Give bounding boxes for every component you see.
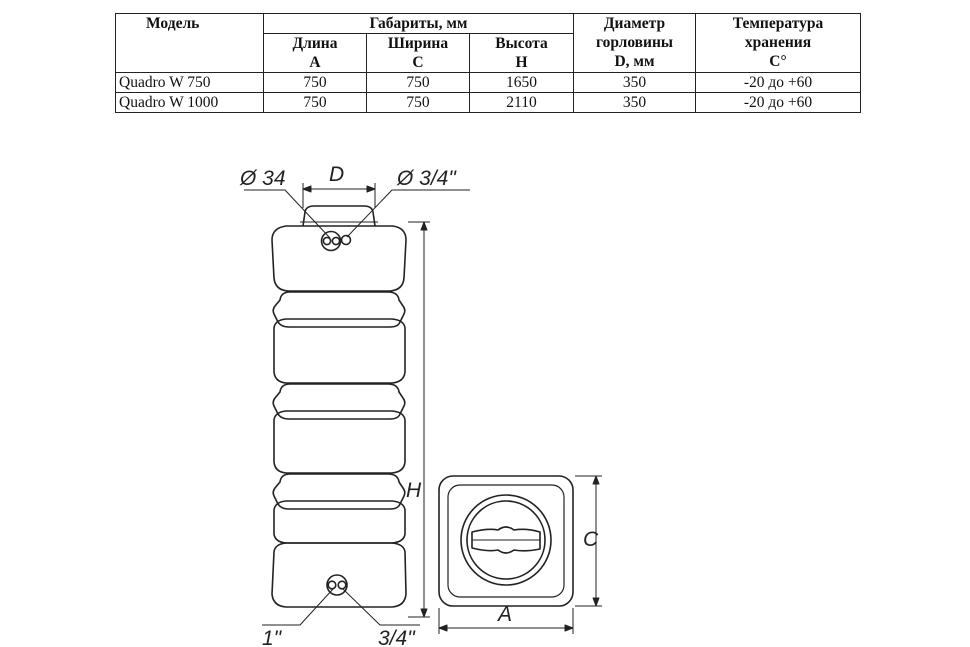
header-temp-line3: С° [769,53,787,70]
header-neck-line3: D, мм [614,53,655,70]
header-model: Модель [115,13,264,73]
header-height: Высота Н [469,33,574,73]
cell-model: Quadro W 1000 [115,92,264,113]
tank-front-view [271,205,407,608]
dimension-h [408,221,430,618]
header-width-line1: Ширина [387,35,449,52]
leaders-bottom [262,588,420,626]
cell-neck: 350 [573,92,696,113]
table-row: Quadro W 1000 750 750 2110 350 -20 до +6… [115,92,861,113]
dimension-d [302,183,376,208]
label-outlet-right-top: Ø 3/4" [396,167,457,190]
header-width: Ширина С [366,33,470,73]
spec-table: Модель Габариты, мм Диаметр горловины D,… [115,13,861,113]
cell-length: 750 [263,72,367,93]
header-height-line2: Н [515,54,528,71]
label-neck-diameter: D [329,163,344,186]
header-temp: Температура хранения С° [695,13,861,73]
label-outlet-bottom-left: 1" [262,627,283,647]
label-outlet-left-top: Ø 34 [239,167,286,190]
label-outlet-bottom-right: 3/4" [378,627,416,647]
header-height-line1: Высота [495,35,548,52]
header-neck-line2: горловины [595,34,674,51]
header-length-line1: Длина [292,35,338,52]
header-temp-line1: Температура [732,15,824,32]
cell-length: 750 [263,92,367,113]
header-neck-line1: Диаметр [603,15,666,32]
cell-temp: -20 до +60 [695,92,861,113]
label-width-c: C [583,528,599,551]
dimension-a [438,608,574,634]
cell-height: 2110 [469,92,574,113]
header-length-line2: А [309,54,321,71]
header-temp-line2: хранения [744,34,812,51]
label-length-a: A [496,603,512,626]
dimension-c [575,475,602,607]
label-height: H [406,479,422,502]
leaders-top [244,189,470,239]
header-width-line2: С [412,54,424,71]
header-dimensions: Габариты, мм [263,13,574,34]
tank-top-view [438,475,574,607]
